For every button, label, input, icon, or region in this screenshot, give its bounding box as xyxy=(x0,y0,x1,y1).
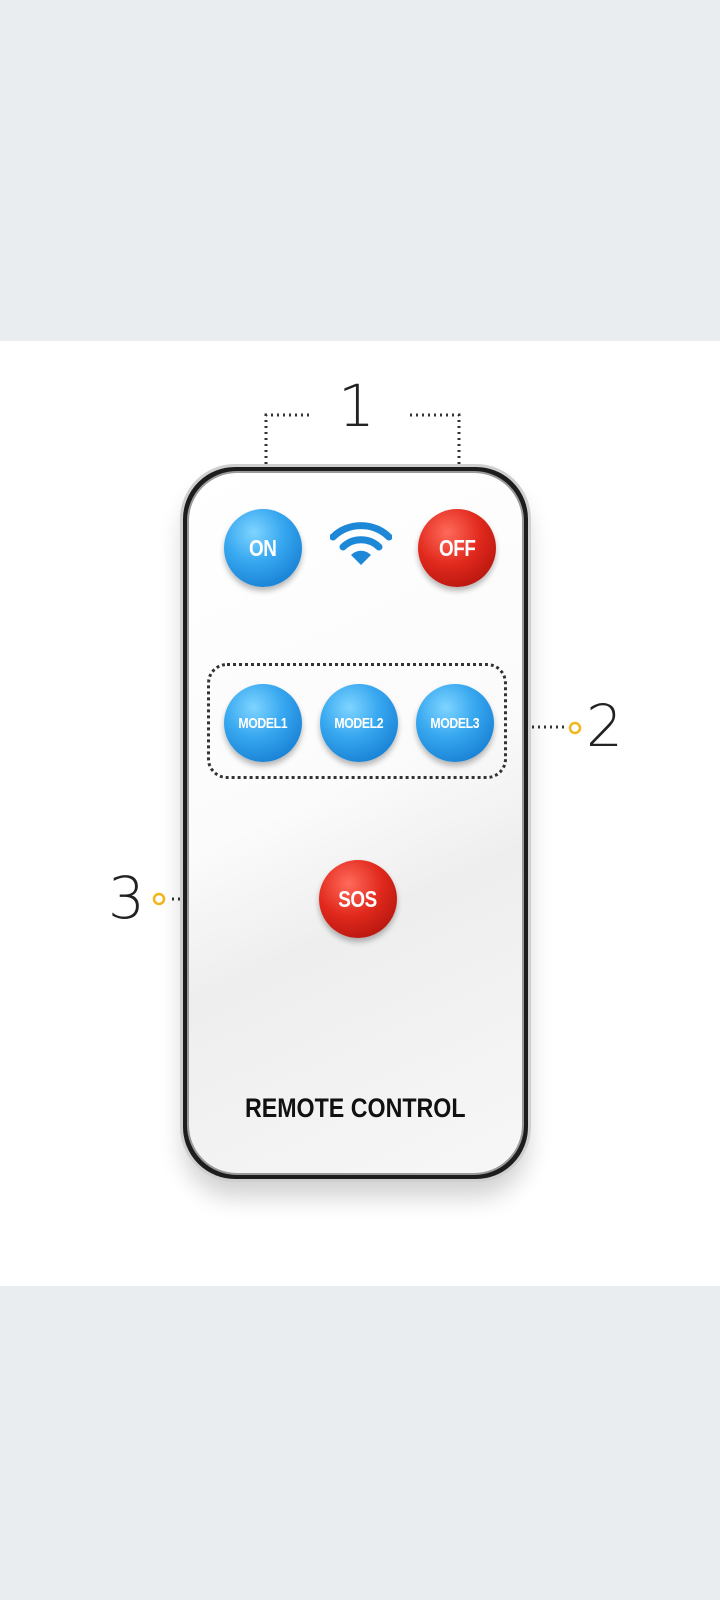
remote-control-body xyxy=(183,467,528,1179)
wifi-icon xyxy=(330,522,392,565)
remote-illustration: 1 2 3 ON OFF MODEL1 MODEL2 MODEL3 SO xyxy=(0,341,720,1286)
model3-button[interactable]: MODEL3 xyxy=(416,684,494,762)
remote-control-label: REMOTE CONTROL xyxy=(183,1093,528,1124)
callout-3-dot xyxy=(152,892,166,906)
callout-3-number: 3 xyxy=(108,864,145,932)
off-button-label: OFF xyxy=(438,534,476,561)
product-image-panel: 1 2 3 ON OFF MODEL1 MODEL2 MODEL3 SO xyxy=(0,341,720,1286)
model2-button-label: MODEL2 xyxy=(334,714,384,732)
model2-button[interactable]: MODEL2 xyxy=(320,684,398,762)
sos-button[interactable]: SOS xyxy=(319,860,397,938)
on-button[interactable]: ON xyxy=(224,509,302,587)
callout-1-number: 1 xyxy=(338,372,375,440)
model3-button-label: MODEL3 xyxy=(430,714,480,732)
callout-1-left-line xyxy=(264,413,309,511)
model1-button[interactable]: MODEL1 xyxy=(224,684,302,762)
sos-button-label: SOS xyxy=(338,885,378,912)
remote-control-label-text: REMOTE CONTROL xyxy=(245,1093,466,1123)
callout-2-dot xyxy=(568,721,582,735)
on-button-label: ON xyxy=(249,534,277,561)
callout-1-right-line xyxy=(410,413,461,511)
callout-2-number: 2 xyxy=(586,692,623,760)
off-button[interactable]: OFF xyxy=(418,509,496,587)
model1-button-label: MODEL1 xyxy=(238,714,288,732)
model-buttons-group xyxy=(207,663,507,779)
